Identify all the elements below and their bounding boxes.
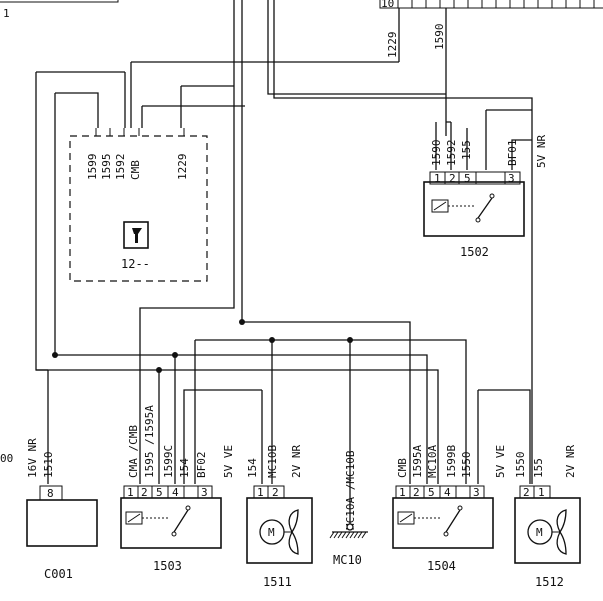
module-12: 1599 1595 1592 CMB 1229 12-- — [69, 128, 208, 282]
c001-pin-8: 8 — [47, 487, 54, 500]
ground-mc10-label: MC10 — [333, 553, 362, 567]
relay-coil-switch-icon — [125, 505, 191, 537]
relay-1504-pin-1: 1 — [399, 486, 406, 499]
c001-wire-1510: 1510 — [42, 452, 55, 479]
relay-1504: CMB 1595A MC10A 1599B 1550 5V VE 1 2 5 4… — [392, 445, 507, 573]
wire-label-1590-top: 1590 — [433, 24, 446, 51]
motor-1512-wire-1550: 1550 — [514, 452, 527, 479]
relay-1502-label: 1502 — [460, 245, 489, 259]
module-12-wire-1595: 1595 — [100, 154, 113, 181]
relay-coil-switch-icon — [431, 193, 495, 223]
relay-1503: CMA /CMB 1595 /1595A 1599C 154 BF02 5V V… — [120, 405, 235, 573]
motor-1511-label: 1511 — [263, 575, 292, 589]
c001-label: C001 — [44, 567, 73, 581]
fan-motor-icon: M — [259, 509, 299, 555]
relay-1502: 1590 1592 155 BF01 5V NR 1 2 5 3 1502 — [423, 135, 548, 259]
motor-1511-wire-154: 154 — [246, 458, 259, 478]
relay-1504-wire-cmb: CMB — [396, 458, 409, 478]
module-12-wire-1592: 1592 — [114, 154, 127, 181]
connector-c001: 00 16V NR 1510 8 C001 — [0, 438, 98, 581]
relay-1502-pin-2: 2 — [449, 172, 456, 185]
relay-coil-switch-icon — [397, 505, 463, 537]
relay-1503-wire-154: 154 — [178, 458, 191, 478]
motor-1511-pin-1: 1 — [257, 486, 264, 499]
motor-1512-wire-155: 155 — [532, 458, 545, 478]
relay-1503-pin-5: 5 — [156, 486, 163, 499]
relay-1504-pin-5: 5 — [428, 486, 435, 499]
relay-1504-wire-mc10a: MC10A — [426, 445, 439, 478]
top-left-fragment-text: 1 — [3, 7, 10, 20]
motor-1512-note: 2V NR — [564, 445, 577, 478]
relay-1502-pin-3: 3 — [508, 172, 515, 185]
top-left-fragment: 1 — [0, 0, 119, 20]
relay-1504-wire-1595a: 1595A — [411, 445, 424, 478]
relay-1503-wire-1595: 1595 /1595A — [143, 405, 156, 478]
module-12-wire-1599: 1599 — [86, 154, 99, 181]
wire-label-1229-top: 1229 — [386, 32, 399, 59]
relay-1503-pin-4: 4 — [172, 486, 179, 499]
relay-1503-pin-3: 3 — [201, 486, 208, 499]
motor-1511-letter: M — [268, 526, 275, 539]
fan-motor-icon: M — [527, 509, 567, 555]
c001-note: 16V NR — [26, 438, 39, 478]
top-wires: 1229 1590 — [386, 8, 447, 136]
relay-1502-wire-1592: 1592 — [445, 140, 458, 167]
relay-1503-note: 5V VE — [222, 445, 235, 478]
module-12-label: 12-- — [121, 257, 150, 271]
wire-harness — [35, 0, 533, 524]
ground-mc10: MC10A /MC10B MC10 — [329, 450, 368, 567]
relay-1502-pin-1: 1 — [434, 172, 441, 185]
motor-1512: 1550 155 2V NR 2 1 M 1512 — [514, 445, 581, 589]
top-right-pin: 10 — [381, 0, 394, 10]
motor-1512-pin-1: 1 — [538, 486, 545, 499]
sensor-icon — [123, 221, 149, 249]
relay-1503-pin-1: 1 — [127, 486, 134, 499]
motor-1511-pin-2: 2 — [272, 486, 279, 499]
relay-1502-wire-bf01: BF01 — [506, 140, 519, 167]
relay-1504-pin-2: 2 — [413, 486, 420, 499]
relay-1504-note: 5V VE — [494, 445, 507, 478]
relay-1502-wire-1590: 1590 — [430, 140, 443, 167]
relay-1502-pin-5: 5 — [464, 172, 471, 185]
module-12-wire-cmb: CMB — [129, 160, 142, 180]
motor-1511-note: 2V NR — [290, 445, 303, 478]
relay-1502-wire-155: 155 — [460, 140, 473, 160]
relay-1504-wire-1599b: 1599B — [445, 445, 458, 478]
motor-1511: 154 MC10B 2V NR 1 2 M 1511 — [246, 445, 313, 589]
relay-1503-label: 1503 — [153, 559, 182, 573]
motor-1512-label: 1512 — [535, 575, 564, 589]
c001-left-fragment: 00 — [0, 452, 13, 465]
relay-1503-wire-cma: CMA /CMB — [127, 425, 140, 478]
motor-1512-letter: M — [536, 526, 543, 539]
relay-1503-wire-1599c: 1599C — [162, 445, 175, 478]
relay-1504-pin-4: 4 — [444, 486, 451, 499]
top-right-connector: 10 — [379, 0, 603, 10]
relay-1504-wire-1550: 1550 — [460, 452, 473, 479]
relay-1503-pin-2: 2 — [141, 486, 148, 499]
motor-1511-wire-mc10b: MC10B — [266, 445, 279, 478]
relay-1504-label: 1504 — [427, 559, 456, 573]
junction-dots — [52, 319, 353, 373]
relay-1503-wire-bf02: BF02 — [195, 452, 208, 479]
relay-1504-pin-3: 3 — [473, 486, 480, 499]
ground-mc10-wire: MC10A /MC10B — [344, 450, 357, 530]
motor-1512-pin-2: 2 — [523, 486, 530, 499]
relay-1502-note: 5V NR — [535, 135, 548, 168]
module-12-wire-1229: 1229 — [176, 154, 189, 181]
